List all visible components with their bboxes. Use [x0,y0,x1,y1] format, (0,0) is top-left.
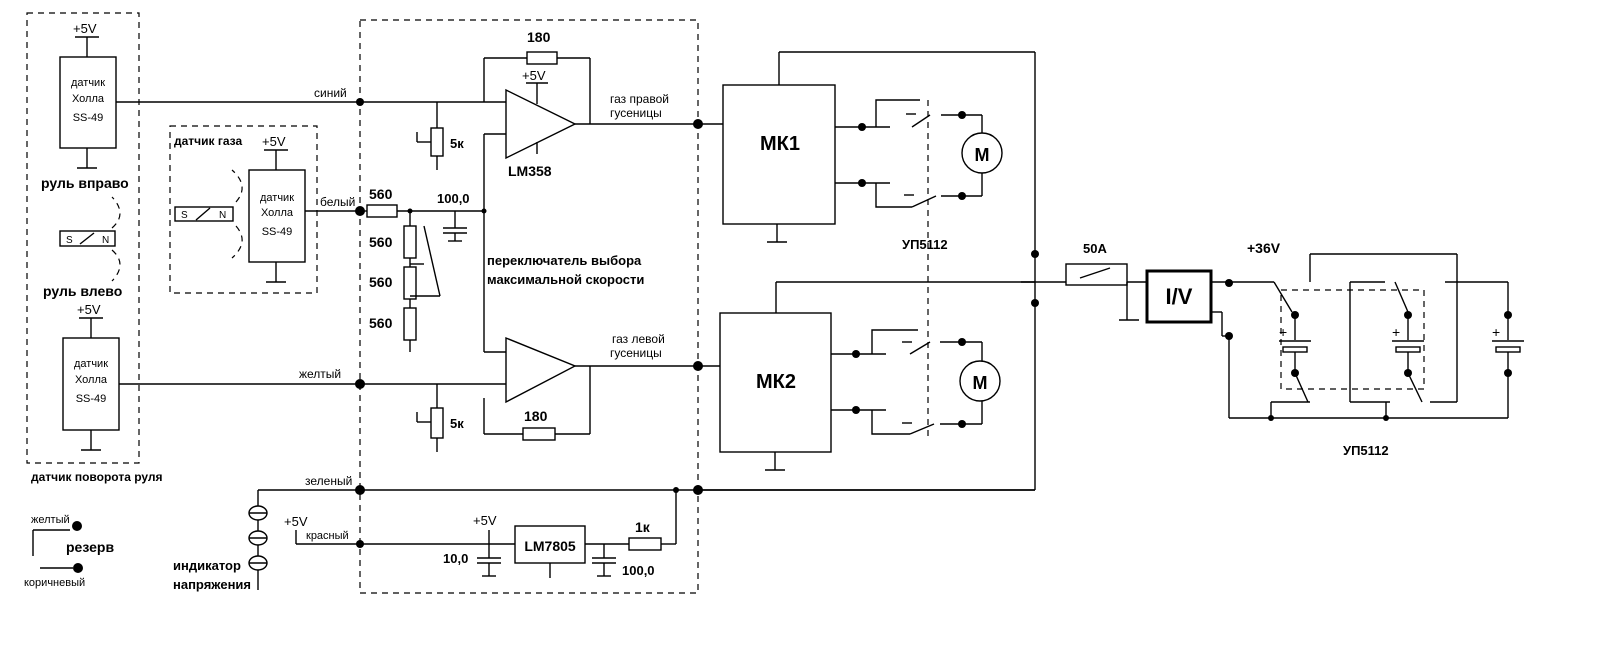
indicator-line2: напряжения [173,577,251,592]
res-180-top-label: 180 [527,29,551,45]
res-560-c-label: 560 [369,274,393,290]
throttle-magnet [174,206,234,222]
switch-label-1: переключатель выбора [487,253,642,268]
reserve-yellow-label: желтый [31,514,70,526]
throttle-magnet-s: S [181,210,188,221]
res-1k-label: 1к [635,519,651,535]
steering-sensor-outline [26,12,140,464]
regulator-label: LM7805 [524,538,576,554]
out-left-line1: газ левой [612,332,665,346]
steer-right-label: руль вправо [41,175,129,191]
resistor-1k [628,537,662,551]
steer-magnet-s: S [66,235,73,246]
steer-left-label: руль влево [43,283,122,299]
steer-arrow-up [111,196,121,229]
fuse-label: 50A [1083,241,1107,256]
op-amp-top [505,88,577,160]
wire-blue-label: синий [314,86,347,100]
wire-red-label: красный [306,530,349,542]
out-right-line1: газ правой [610,92,669,106]
mk2-label: МК2 [756,371,796,393]
indicator-line1: индикатор [173,558,241,573]
hall-sensor-throttle [248,149,306,283]
cap-100-label: 100,0 [437,191,470,206]
res-560-a-label: 560 [369,186,393,202]
reserve-brown-label: коричневый [24,577,85,589]
steer-arrow-down [111,249,121,282]
op-supply-label: +5V [522,68,546,83]
throttle-supply: +5V [262,134,286,149]
current-voltage-meter [1145,269,1213,324]
battery-plus-2: + [1392,324,1400,340]
reserve-label: резерв [66,539,114,555]
out-right-line2: гусеницы [610,106,662,120]
controller-board-outline [359,19,699,594]
hall-sensor-bottom [62,317,120,451]
throttle-arrow-down [231,225,243,259]
pot-bottom-label: 5к [450,416,464,431]
resistor-560-d [403,307,417,341]
resistor-180-bottom [522,427,556,441]
pot-bottom [430,407,444,439]
motor-1-assembly [835,99,1003,208]
throttle-line3: SS-49 [262,226,293,238]
throttle-line1: датчик [260,192,294,204]
mk1-label: МК1 [760,133,800,155]
battery-plus-1: + [1279,324,1287,340]
battery-pack [1268,253,1524,421]
voltage-label: +36V [1247,240,1281,256]
op-amp-bottom [505,336,577,404]
throttle-arrow-up [231,169,243,203]
op-amp-label: LM358 [508,163,552,179]
hall-bottom-line2: Холла [75,374,108,386]
motor-1-symbol: M [975,145,990,165]
steering-magnet [59,230,116,247]
wire-white-label: белый [320,195,355,209]
throttle-group-label: датчик газа [174,134,242,148]
controller-junctions [355,98,703,548]
hall-top-line1: датчик [71,77,105,89]
fuse-50a [1065,263,1128,286]
hall-sensor-top [59,36,117,169]
pot-top [430,127,444,157]
hall-bottom-line3: SS-49 [76,393,107,405]
throttle-sensor-outline [169,125,318,294]
resistor-560-b [403,225,417,259]
meter-label: I/V [1166,284,1193,309]
reg-supply-label: +5V [473,513,497,528]
reserve-contact-top[interactable] [72,521,82,531]
res-560-d-label: 560 [369,315,393,331]
throttle-line2: Холла [261,207,294,219]
cap-in-label: 10,0 [443,551,468,566]
resistor-560-c [403,266,417,300]
hall-top-line3: SS-49 [73,112,104,124]
red-supply-label: +5V [284,514,308,529]
out-left-line2: гусеницы [610,346,662,360]
resistor-180-top [526,51,558,65]
battery-plus-3: + [1492,324,1500,340]
voltage-indicator-leds [248,505,268,571]
reserve-contact-bottom[interactable] [73,563,83,573]
steering-group-label: датчик поворота руля [31,470,163,484]
resistor-560-a [366,204,398,218]
hall-bottom-supply: +5V [77,302,101,317]
wire-green-label: зеленый [305,474,352,488]
pot-top-label: 5к [450,136,464,151]
switch-label-2: максимальной скорости [487,272,644,287]
motor-2-assembly [831,329,1001,435]
throttle-magnet-n: N [219,210,226,221]
motor-relay-label: УП5112 [902,237,948,252]
cap-out-label: 100,0 [622,563,655,578]
wire-yellow-label: желтый [299,367,341,381]
hall-bottom-line1: датчик [74,358,108,370]
speed-switch[interactable] [423,225,441,297]
res-560-b-label: 560 [369,234,393,250]
res-180-bottom-label: 180 [524,408,548,424]
power-relay-label: УП5112 [1343,443,1389,458]
steer-magnet-n: N [102,235,109,246]
hall-top-line2: Холла [72,93,105,105]
motor-2-symbol: M [973,373,988,393]
hall-top-supply: +5V [73,21,97,36]
